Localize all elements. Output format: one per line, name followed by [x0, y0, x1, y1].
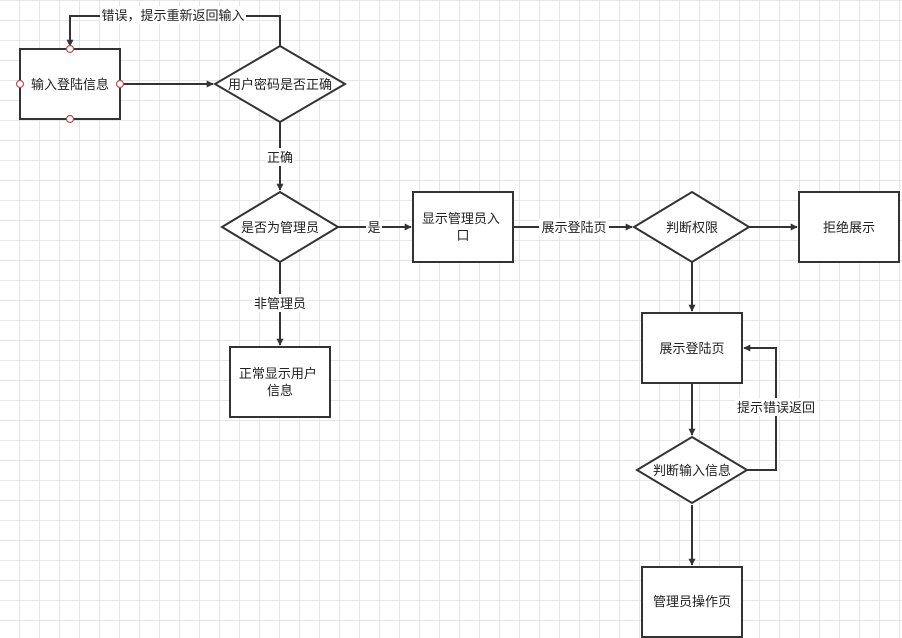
node-check-input[interactable]: 判断输入信息 — [635, 435, 749, 505]
node-reject-display[interactable]: 拒绝展示 — [798, 191, 900, 263]
node-check-password[interactable]: 用户密码是否正确 — [213, 44, 347, 124]
node-is-admin-label: 是否为管理员 — [241, 221, 319, 236]
resize-handle-left[interactable] — [15, 79, 25, 89]
edge-label-yes: 是 — [367, 221, 380, 236]
svg-text:判断权限: 判断权限 — [666, 220, 718, 236]
svg-text:显示管理员入 口: 显示管理员入 口 — [422, 212, 504, 244]
svg-text:用户密码是否正确: 用户密码是否正确 — [228, 77, 332, 93]
node-check-input-label: 判断输入信息 — [653, 463, 731, 479]
edge-label-show-login: 展示登陆页 — [541, 220, 606, 236]
node-check-permission[interactable]: 判断权限 — [632, 190, 751, 264]
edge-error-return: 错误，提示重新返回输入 — [66, 6, 281, 47]
node-input-login-label: 输入登陆信息 — [31, 77, 109, 93]
node-show-admin-entry[interactable]: 显示管理员入 口 — [412, 191, 514, 263]
edge-label-correct: 正确 — [267, 151, 293, 166]
edge-error-hint-return: 提示错误返回 — [735, 344, 817, 471]
node-show-user-info[interactable]: 正常显示用户 信息 — [229, 346, 331, 418]
svg-text:是否为管理员: 是否为管理员 — [241, 221, 319, 236]
node-check-password-label: 用户密码是否正确 — [228, 77, 332, 93]
node-is-admin[interactable]: 是否为管理员 — [220, 190, 340, 264]
edge-yes: 是 — [338, 218, 412, 236]
node-show-user-info-line-1: 正常显示用户 — [239, 366, 317, 382]
edge-label-error-return: 错误，提示重新返回输入 — [101, 8, 244, 24]
edge-correct: 正确 — [266, 122, 294, 191]
node-admin-page-label: 管理员操作页 — [653, 594, 731, 610]
node-show-login-page-label: 展示登陆页 — [659, 341, 724, 357]
node-reject-display-label: 拒绝展示 — [823, 220, 875, 236]
resize-handle-top[interactable] — [65, 44, 75, 54]
edge-non-admin: 非管理员 — [252, 262, 308, 346]
edge-label-error-hint-return: 提示错误返回 — [737, 400, 815, 416]
svg-text:拒绝展示: 拒绝展示 — [823, 220, 875, 236]
node-admin-page[interactable]: 管理员操作页 — [641, 566, 743, 638]
resize-handle-right[interactable] — [115, 79, 125, 89]
resize-handle-bottom[interactable] — [65, 114, 75, 124]
node-show-admin-entry-line-2: 口 — [456, 229, 469, 244]
node-show-admin-entry-line-1: 显示管理员入 — [422, 212, 500, 227]
edge-label-non-admin: 非管理员 — [254, 297, 306, 312]
node-show-user-info-line-2: 信息 — [267, 383, 293, 399]
svg-text:判断输入信息: 判断输入信息 — [653, 463, 731, 479]
svg-text:输入登陆信息: 输入登陆信息 — [31, 77, 109, 93]
svg-text:正常显示用户 信息: 正常显示用户 信息 — [239, 366, 321, 399]
svg-text:展示登陆页: 展示登陆页 — [659, 341, 724, 357]
node-show-login-page[interactable]: 展示登陆页 — [641, 312, 743, 384]
node-check-permission-label: 判断权限 — [666, 220, 718, 236]
edge-show-login: 展示登陆页 — [513, 218, 633, 236]
svg-text:管理员操作页: 管理员操作页 — [653, 594, 731, 610]
node-input-login[interactable]: 输入登陆信息 — [15, 44, 125, 124]
